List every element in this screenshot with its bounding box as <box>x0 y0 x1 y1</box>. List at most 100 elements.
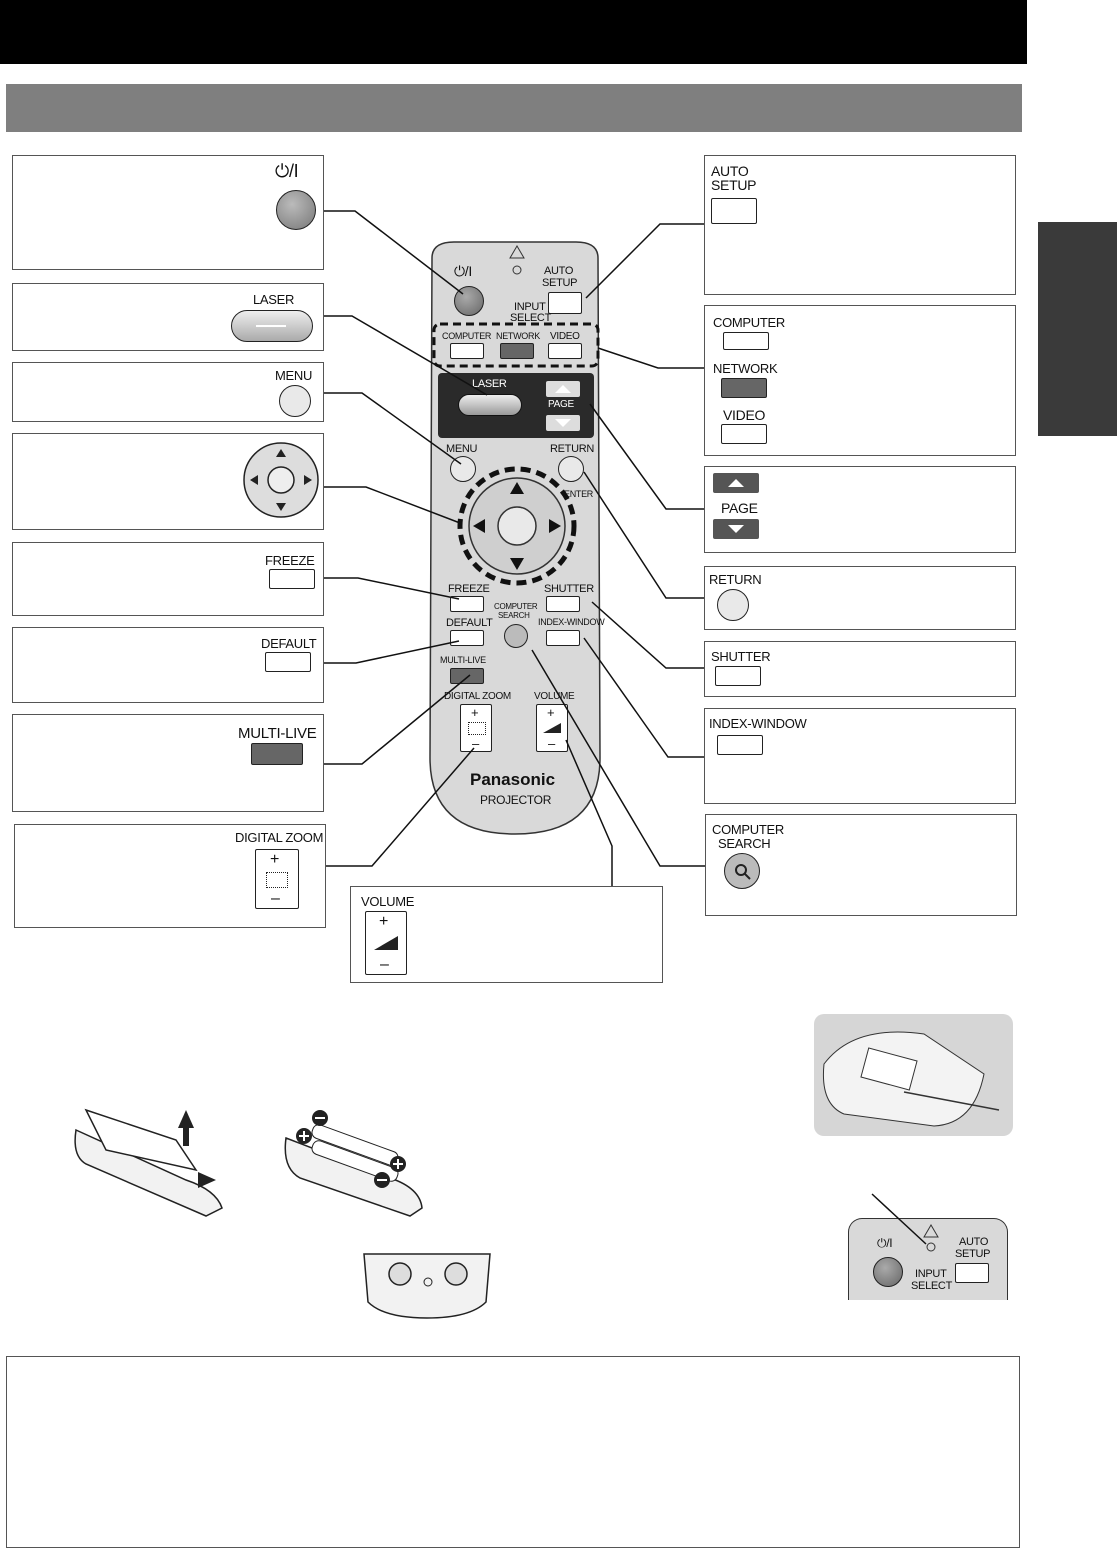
zoom-plus: + <box>270 851 280 868</box>
remote-computer-button[interactable] <box>450 343 484 359</box>
computer-search-label-2: SEARCH <box>718 836 771 851</box>
network-label: NETWORK <box>713 361 778 376</box>
remote-computer-search-label-2: SEARCH <box>498 611 530 620</box>
remote-laser-label: LASER <box>472 378 507 390</box>
brand-logo: Panasonic <box>470 770 556 789</box>
page-down-icon <box>713 519 759 539</box>
notes-box <box>6 1356 1020 1548</box>
laser-button-illustration <box>231 310 313 342</box>
video-label: VIDEO <box>723 407 766 423</box>
laser-label: LASER <box>253 292 295 307</box>
remote-shutter-button[interactable] <box>546 596 580 612</box>
remote-network-button[interactable] <box>500 343 534 359</box>
indicator-leader-line <box>871 1193 927 1245</box>
remote-power-button[interactable] <box>454 286 484 316</box>
detail-auto-setup-button <box>955 1263 989 1283</box>
volume-ramp-icon <box>374 936 398 950</box>
page-up-icon <box>713 473 759 493</box>
remote-shutter-label: SHUTTER <box>544 583 594 595</box>
menu-label: MENU <box>275 368 313 383</box>
callout-default: DEFAULT <box>12 627 324 703</box>
remote-auto-setup-button[interactable] <box>548 292 582 314</box>
remote-setup-label: SETUP <box>542 277 578 289</box>
callout-index-window: INDEX-WINDOW <box>704 708 1016 804</box>
remote-page-down-button[interactable] <box>546 415 580 431</box>
remote-page-up-button[interactable] <box>546 381 580 397</box>
battery-cover-open-illustration <box>74 1108 223 1217</box>
remote-end-view-illustration <box>363 1253 491 1319</box>
power-symbol-label: ⏻/I <box>275 161 299 181</box>
return-button-illustration <box>717 589 749 621</box>
remote-digital-zoom-label: DIGITAL ZOOM <box>444 691 511 702</box>
chapter-side-tab <box>1038 222 1117 436</box>
callout-digital-zoom: DIGITAL ZOOM + – <box>14 824 326 928</box>
volume-label: VOLUME <box>361 894 415 909</box>
remote-volume-plus: + <box>547 705 555 720</box>
auto-label: AUTO <box>711 163 749 179</box>
volume-button-illustration: + – <box>365 911 407 975</box>
remote-search-icon[interactable] <box>504 624 528 648</box>
remote-network-label: NETWORK <box>496 331 540 341</box>
callout-input-select: COMPUTER NETWORK VIDEO <box>704 305 1016 456</box>
remote-laser-button[interactable] <box>458 394 522 416</box>
computer-button-illustration <box>723 332 769 350</box>
remote-volume-button[interactable]: + – <box>536 704 568 752</box>
search-icon <box>724 853 760 889</box>
remote-computer-search-label-1: COMPUTER <box>494 602 538 611</box>
remote-page-label: PAGE <box>548 399 574 410</box>
callout-menu: MENU <box>12 362 324 422</box>
remote-default-button[interactable] <box>450 630 484 646</box>
page-header-bar <box>0 0 1027 64</box>
multilive-label: MULTI-LIVE <box>238 725 317 742</box>
detail-input-label: INPUT <box>915 1268 947 1280</box>
digital-zoom-label: DIGITAL ZOOM <box>235 830 324 845</box>
remote-auto-label: AUTO <box>544 265 574 277</box>
remote-menu-button[interactable] <box>450 456 476 482</box>
remote-return-button[interactable] <box>558 456 584 482</box>
remote-enter-label: ENTER <box>564 489 594 499</box>
remote-video-button[interactable] <box>548 343 582 359</box>
remote-video-label: VIDEO <box>550 331 580 342</box>
callout-freeze: FREEZE <box>12 542 324 616</box>
remote-top-detail: ⏻/I AUTO SETUP INPUT SELECT <box>848 1218 1008 1300</box>
product-label: PROJECTOR <box>480 793 552 807</box>
remote-menu-label: MENU <box>446 443 478 455</box>
remote-multilive-button[interactable] <box>450 668 484 684</box>
detail-setup-label: SETUP <box>955 1248 991 1260</box>
remote-control-illustration: ⏻/I AUTO SETUP INPUT SELECT COMPUTER NET… <box>424 238 606 838</box>
volume-plus: + <box>379 913 389 930</box>
callout-cursor <box>12 433 324 530</box>
freeze-button-illustration <box>269 569 315 589</box>
remote-digital-zoom-button[interactable]: + – <box>460 704 492 752</box>
remote-power-label: ⏻/I <box>454 263 472 279</box>
remote-freeze-label: FREEZE <box>448 583 490 595</box>
remote-volume-minus: – <box>548 736 555 751</box>
detail-power-label: ⏻/I <box>877 1236 893 1250</box>
callout-volume: VOLUME + – <box>350 886 663 983</box>
remote-zoom-plus: + <box>471 705 479 720</box>
return-label: RETURN <box>709 572 762 587</box>
callout-computer-search: COMPUTER SEARCH <box>705 814 1017 916</box>
default-label: DEFAULT <box>261 636 317 651</box>
page-label: PAGE <box>721 500 758 516</box>
remote-zoom-frame-icon <box>468 722 486 735</box>
callout-shutter: SHUTTER <box>704 641 1016 697</box>
remote-enter-button[interactable] <box>500 510 534 544</box>
remote-freeze-button[interactable] <box>450 596 484 612</box>
shutter-button-illustration <box>715 666 761 686</box>
freeze-label: FREEZE <box>265 553 315 568</box>
remote-index-window-label: INDEX-WINDOW <box>538 617 605 627</box>
zoom-frame-icon <box>266 872 288 888</box>
remote-index-window-button[interactable] <box>546 630 580 646</box>
detail-auto-label: AUTO <box>959 1236 989 1248</box>
auto-setup-button-illustration <box>711 198 757 224</box>
remote-return-label: RETURN <box>550 443 595 455</box>
menu-button-illustration <box>279 385 311 417</box>
callout-return: RETURN <box>704 566 1016 630</box>
shutter-label: SHUTTER <box>711 649 771 664</box>
network-button-illustration <box>721 378 767 398</box>
callout-multilive: MULTI-LIVE <box>12 714 324 812</box>
remote-multilive-label: MULTI-LIVE <box>440 655 486 665</box>
remote-computer-label: COMPUTER <box>442 331 492 341</box>
computer-label: COMPUTER <box>713 315 785 330</box>
